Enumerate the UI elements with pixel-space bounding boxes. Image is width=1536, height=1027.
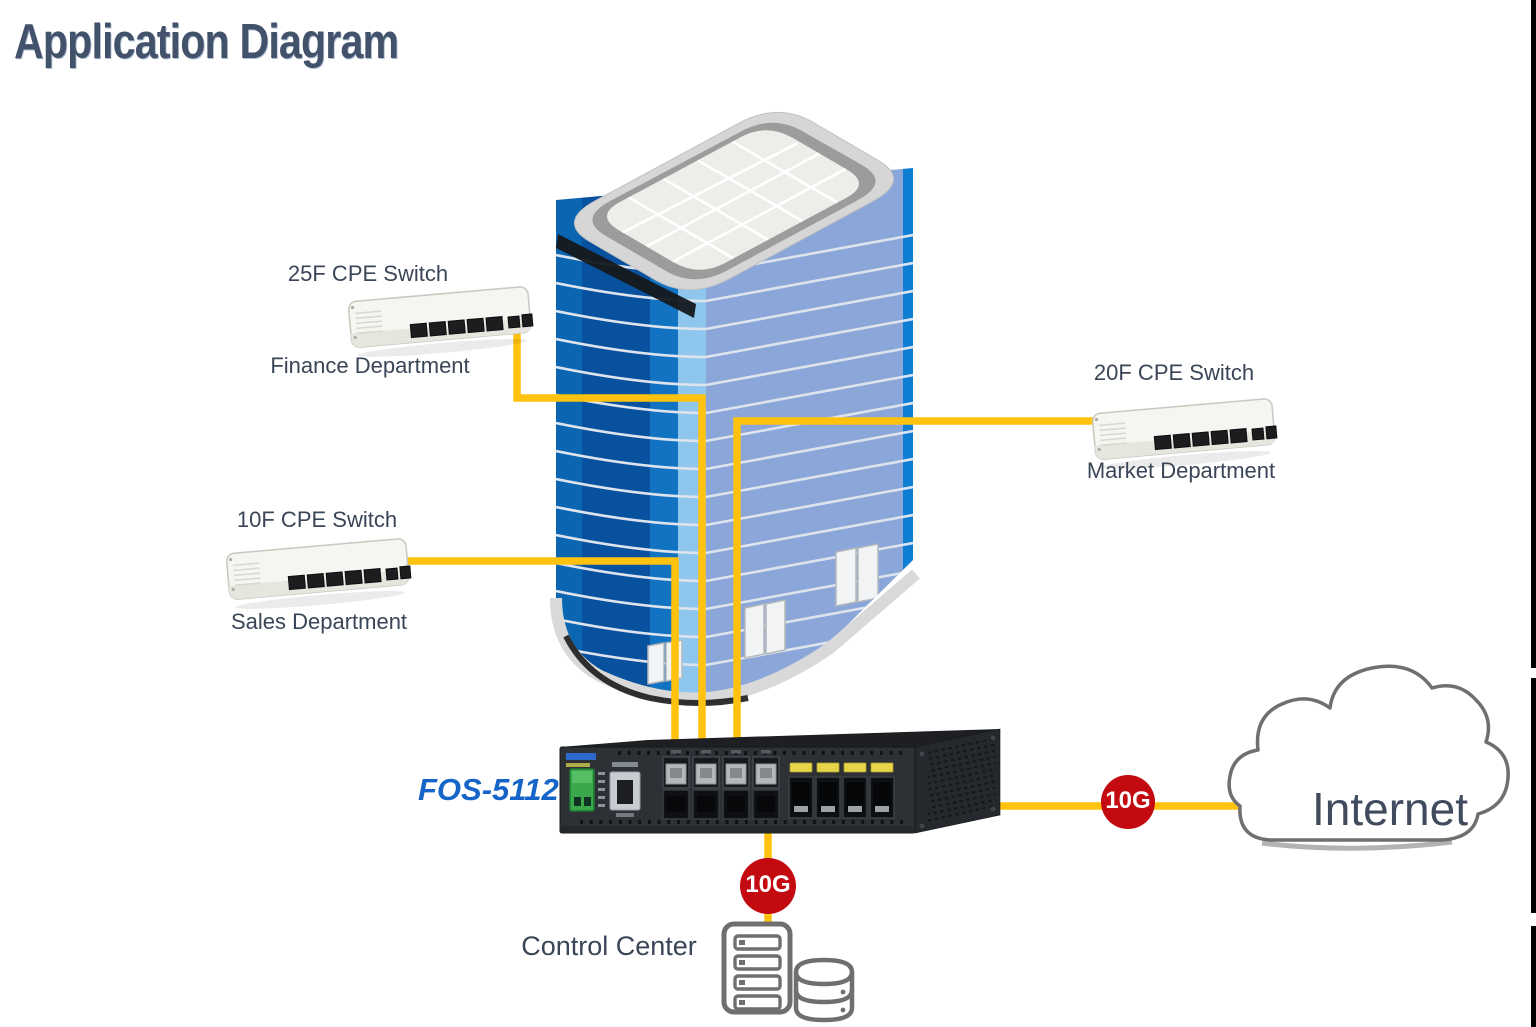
control-speed-badge <box>740 858 796 914</box>
internet-label: Internet <box>1312 783 1468 835</box>
building-base <box>550 569 920 705</box>
building-windows <box>647 543 879 685</box>
power-terminal-block <box>569 768 595 812</box>
cable-sales-to-core <box>400 557 679 752</box>
console-port <box>609 762 641 817</box>
market-dept-label: Market Department <box>1086 458 1276 483</box>
control-center-label: Control Center <box>521 931 697 961</box>
finance-dept-label: Finance Department <box>270 353 470 378</box>
led-indicators <box>598 772 605 807</box>
internet-cloud <box>1227 664 1510 851</box>
building-roof-shadow <box>556 234 696 318</box>
cable-market-to-core <box>733 417 1100 752</box>
finance-switch-label: 25F CPE Switch <box>287 261 449 286</box>
roof-grid <box>613 140 847 263</box>
cable-finance-to-core <box>513 333 706 752</box>
building-base-shadow <box>563 634 749 706</box>
uplink-speed-text: 10G <box>1105 787 1151 814</box>
ethernet-ports <box>1153 425 1278 451</box>
sfp-plus-uplink-ports <box>788 762 895 819</box>
server-icon <box>721 921 793 1015</box>
building-roof <box>574 111 894 291</box>
market-switch-label: 20F CPE Switch <box>1093 360 1255 385</box>
uplink-speed-badge <box>1101 775 1155 829</box>
sales-switch-label: 10F CPE Switch <box>236 507 398 532</box>
control-speed-text: 10G <box>745 871 791 898</box>
cpe-switch-finance-device <box>347 286 534 357</box>
switch-logo <box>566 753 596 760</box>
ethernet-ports <box>287 565 412 591</box>
cpe-switch-market-device <box>1091 398 1278 469</box>
cpe-switch-sales-device <box>225 538 412 609</box>
ethernet-ports <box>409 313 534 339</box>
core-switch-device <box>559 728 1001 834</box>
sales-dept-label: Sales Department <box>230 609 408 634</box>
vent-lines <box>355 310 383 335</box>
database-icon <box>793 957 855 1023</box>
page-title: Application Diagram <box>14 15 399 69</box>
core-switch-model-label: FOS-5112 <box>418 772 559 807</box>
page-edge-bar <box>1531 0 1536 1027</box>
sfp-port-block <box>662 750 780 820</box>
